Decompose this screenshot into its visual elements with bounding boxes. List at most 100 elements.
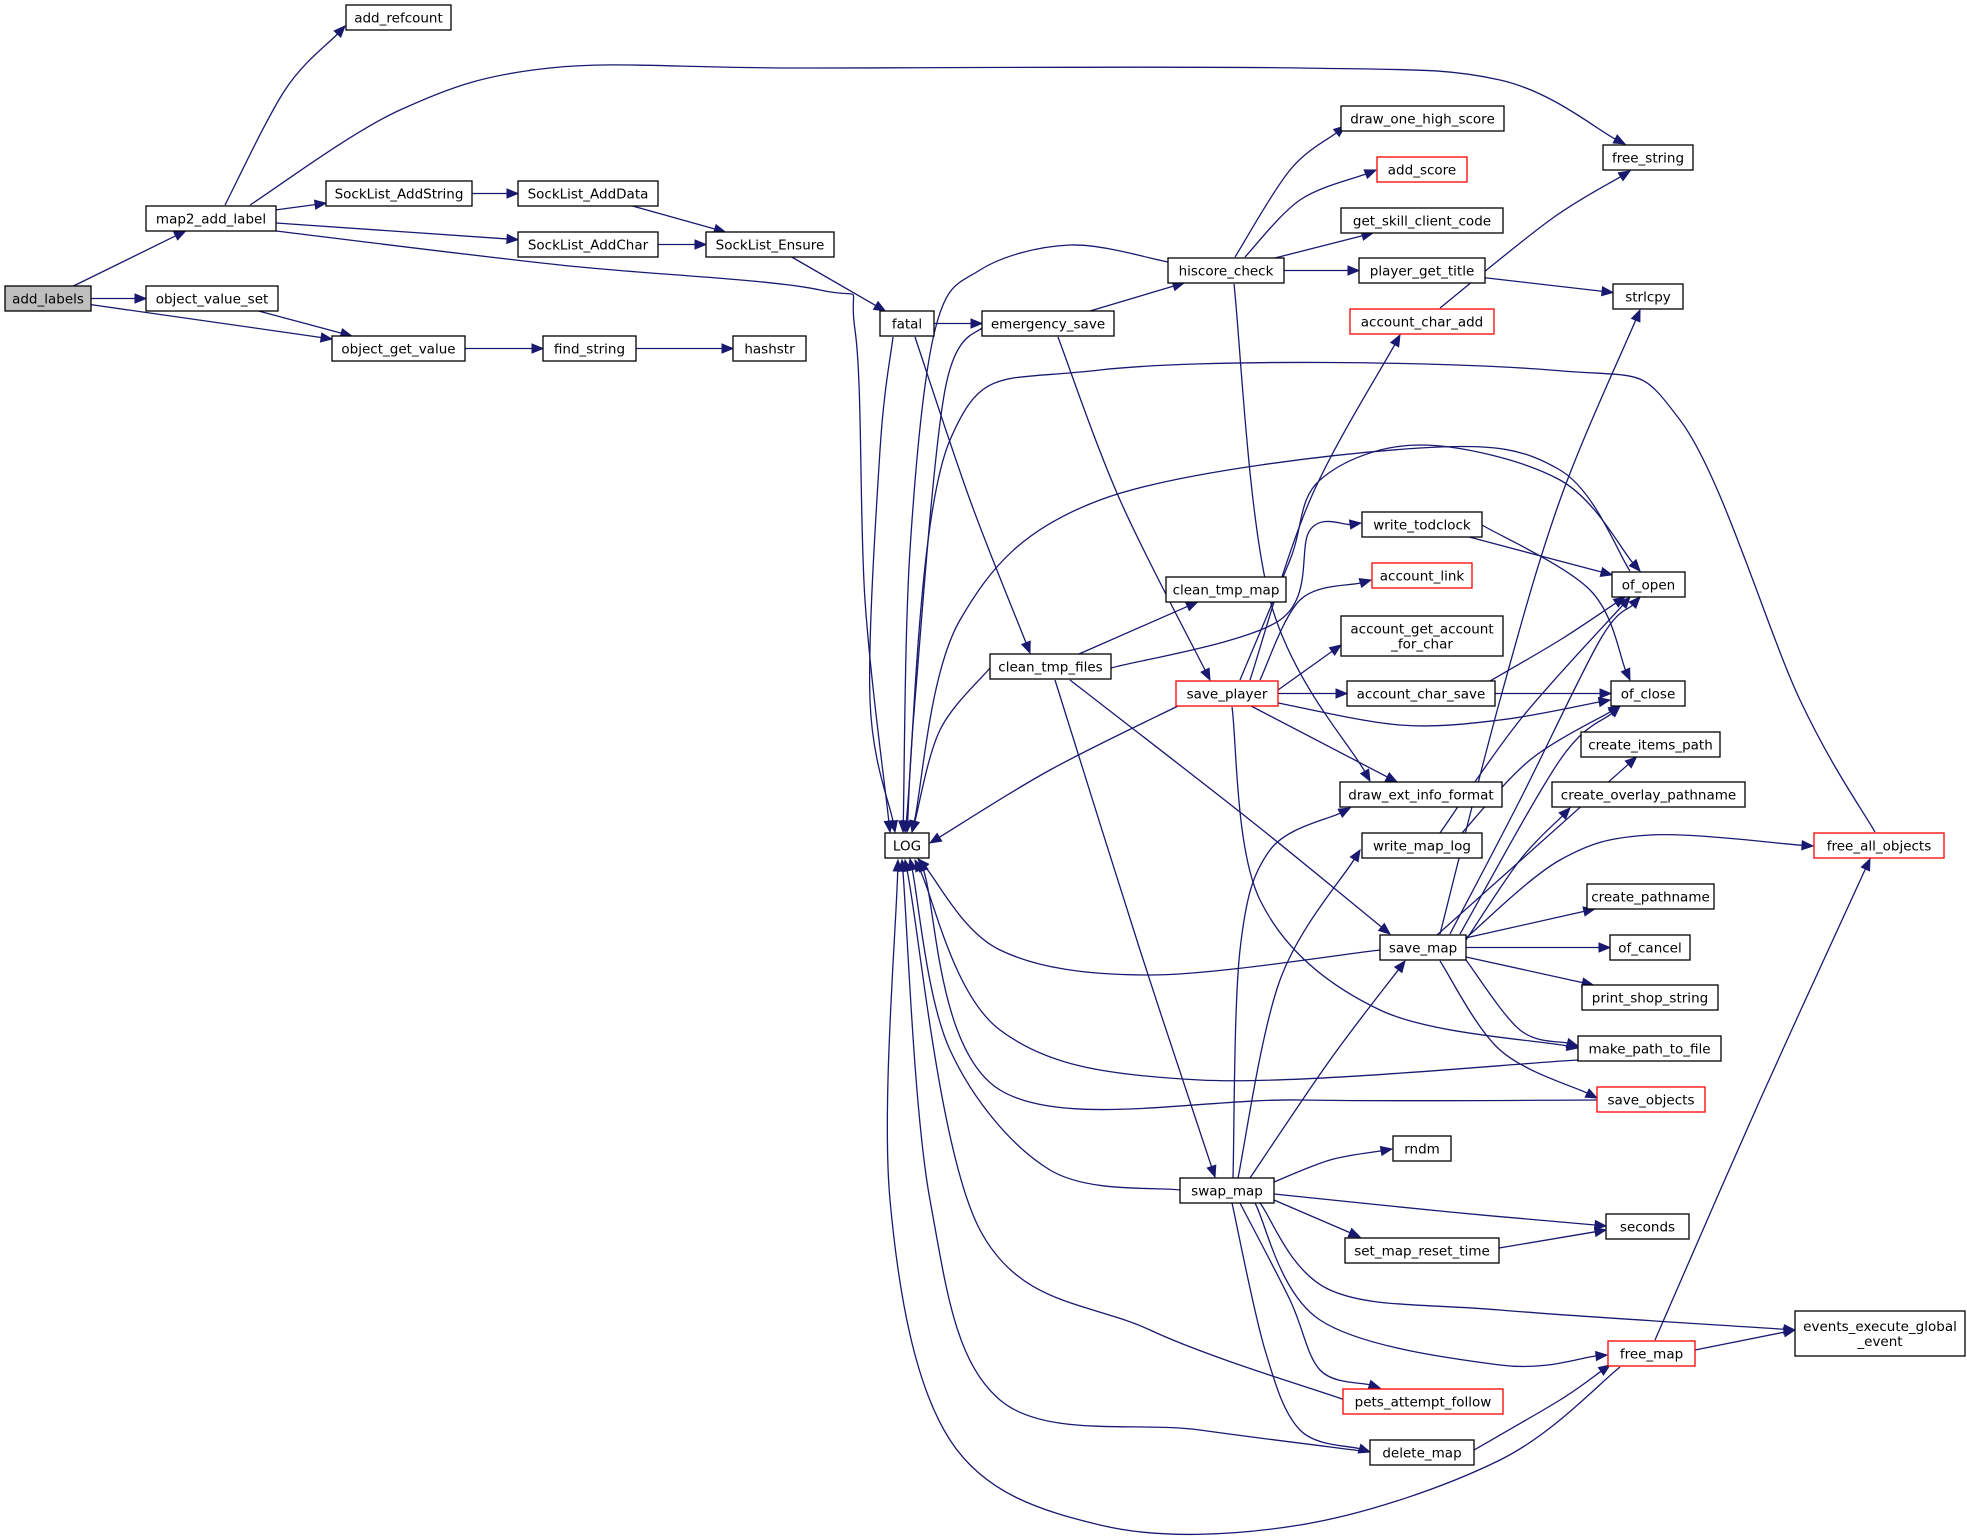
arrowhead-icon (1558, 807, 1571, 820)
edge-line (275, 204, 316, 211)
node-box (1586, 883, 1715, 910)
nodes-layer: add_labels map2_add_label object_value_set… (4, 4, 1966, 1466)
node-write_todclock[interactable]: write_todclock (1361, 511, 1483, 538)
node-fatal[interactable]: fatal (879, 310, 935, 337)
node-box (1581, 984, 1719, 1011)
node-label: player_get_title (1370, 263, 1475, 279)
node-object_get_value[interactable]: object_get_value (331, 335, 466, 362)
edge-line (902, 244, 1169, 822)
edge-line (1484, 277, 1603, 292)
node-save_map[interactable]: save_map (1379, 934, 1467, 961)
node-draw_ext_info_format[interactable]: draw_ext_info_format (1339, 781, 1503, 808)
node-find_string[interactable]: find_string (542, 335, 637, 362)
edge-map2_add_label-to-add_refcount (224, 25, 346, 206)
node-LOG[interactable]: LOG (884, 832, 930, 859)
edge-SockList_Ensure-to-fatal (791, 256, 887, 312)
node-pets_attempt_follow[interactable]: pets_attempt_follow (1342, 1388, 1504, 1415)
edge-save_map-to-of_cancel (1466, 942, 1612, 953)
node-SockList_AddData[interactable]: SockList_AddData (517, 180, 659, 207)
node-draw_one_high_score[interactable]: draw_one_high_score (1340, 105, 1505, 132)
edge-save_player-to-make_path_to_file (1231, 706, 1580, 1051)
node-account_char_add[interactable]: account_char_add (1349, 308, 1495, 335)
node-label: account_link (1380, 568, 1465, 584)
node-create_pathname[interactable]: create_pathname (1586, 883, 1715, 910)
node-get_skill_client_code[interactable]: get_skill_client_code (1340, 207, 1504, 234)
edge-line (1249, 969, 1399, 1179)
node-label: make_path_to_file (1588, 1041, 1710, 1057)
node-player_get_title[interactable]: player_get_title (1358, 257, 1486, 284)
node-account_link[interactable]: account_link (1371, 562, 1473, 589)
node-label: account_char_add (1361, 314, 1484, 330)
node-events_execute_global_event[interactable]: events_execute_global_event (1794, 1310, 1966, 1357)
node-label: clean_tmp_files (998, 659, 1102, 675)
edge-line (1449, 604, 1633, 935)
node-add_refcount[interactable]: add_refcount (345, 4, 452, 31)
node-emergency_save[interactable]: emergency_save (981, 310, 1115, 337)
node-label: create_items_path (1588, 737, 1713, 753)
edge-line (249, 64, 1616, 206)
node-label: set_map_reset_time (1354, 1243, 1490, 1259)
node-write_map_log[interactable]: write_map_log (1361, 832, 1483, 859)
node-save_player[interactable]: save_player (1175, 680, 1279, 707)
node-object_value_set[interactable]: object_value_set (145, 285, 279, 312)
node-delete_map[interactable]: delete_map (1369, 1439, 1475, 1466)
node-free_string[interactable]: free_string (1602, 144, 1694, 171)
node-label: SockList_AddString (335, 186, 464, 202)
node-clean_tmp_files[interactable]: clean_tmp_files (989, 653, 1112, 680)
node-hashstr[interactable]: hashstr (732, 335, 807, 362)
arrowhead-icon (1184, 601, 1199, 612)
arrowhead-icon (1377, 922, 1392, 935)
node-strlcpy[interactable]: strlcpy (1612, 283, 1684, 310)
node-save_objects[interactable]: save_objects (1596, 1086, 1706, 1113)
node-add_labels[interactable]: add_labels (4, 285, 92, 312)
node-account_get_account_for_char[interactable]: account_get_account_for_char (1340, 615, 1504, 657)
edge-line (1694, 1331, 1785, 1351)
node-add_score[interactable]: add_score (1376, 156, 1468, 183)
edge-line (1244, 173, 1367, 258)
node-set_map_reset_time[interactable]: set_map_reset_time (1344, 1237, 1500, 1264)
node-print_shop_string[interactable]: print_shop_string (1581, 984, 1719, 1011)
node-swap_map[interactable]: swap_map (1179, 1177, 1275, 1204)
arrowhead-icon (1328, 644, 1343, 656)
node-SockList_Ensure[interactable]: SockList_Ensure (705, 231, 835, 258)
edge-line (1465, 910, 1585, 939)
node-clean_tmp_map[interactable]: clean_tmp_map (1165, 576, 1287, 603)
node-rndm[interactable]: rndm (1392, 1135, 1452, 1162)
node-create_items_path[interactable]: create_items_path (1580, 731, 1721, 758)
node-box (1376, 156, 1468, 183)
node-box (1612, 283, 1684, 310)
node-seconds[interactable]: seconds (1605, 1213, 1690, 1240)
node-create_overlay_pathname[interactable]: create_overlay_pathname (1551, 781, 1746, 808)
edge-SockList_AddChar-to-SockList_Ensure (658, 239, 708, 250)
arrowhead-icon (1620, 667, 1631, 682)
edge-line (906, 870, 1346, 1401)
edge-swap_map-to-events_execute_global_event (1259, 1202, 1797, 1335)
node-box (1607, 1340, 1696, 1367)
edge-hiscore_check-to-player_get_title (1284, 265, 1361, 276)
node-account_char_save[interactable]: account_char_save (1346, 680, 1496, 707)
edge-SockList_AddData-to-SockList_Ensure (632, 205, 727, 234)
node-label: add_refcount (354, 10, 443, 26)
edge-line (911, 869, 1181, 1191)
edge-add_labels-to-object_value_set (91, 293, 148, 304)
node-free_all_objects[interactable]: free_all_objects (1813, 832, 1945, 859)
edge-line (1439, 176, 1621, 309)
node-box (732, 335, 807, 362)
node-map2_add_label[interactable]: map2_add_label (145, 205, 277, 232)
node-SockList_AddChar[interactable]: SockList_AddChar (517, 231, 659, 258)
edge-set_map_reset_time-to-seconds (1498, 1226, 1608, 1249)
node-of_cancel[interactable]: of_cancel (1609, 934, 1691, 961)
edge-line (1054, 679, 1213, 1167)
arrowhead-icon (721, 343, 735, 354)
node-SockList_AddString[interactable]: SockList_AddString (325, 180, 473, 207)
node-of_close[interactable]: of_close (1610, 680, 1686, 707)
edge-hiscore_check-to-draw_one_high_score (1234, 125, 1347, 258)
node-hiscore_check[interactable]: hiscore_check (1167, 257, 1285, 284)
node-free_map[interactable]: free_map (1607, 1340, 1696, 1367)
edge-make_path_to_file-to-LOG (914, 858, 1579, 1082)
edge-pets_attempt_follow-to-LOG (902, 858, 1346, 1401)
node-label: clean_tmp_map (1173, 582, 1280, 598)
node-label: account_get_account (1350, 621, 1493, 637)
node-make_path_to_file[interactable]: make_path_to_file (1577, 1035, 1722, 1062)
node-of_open[interactable]: of_open (1611, 571, 1686, 598)
